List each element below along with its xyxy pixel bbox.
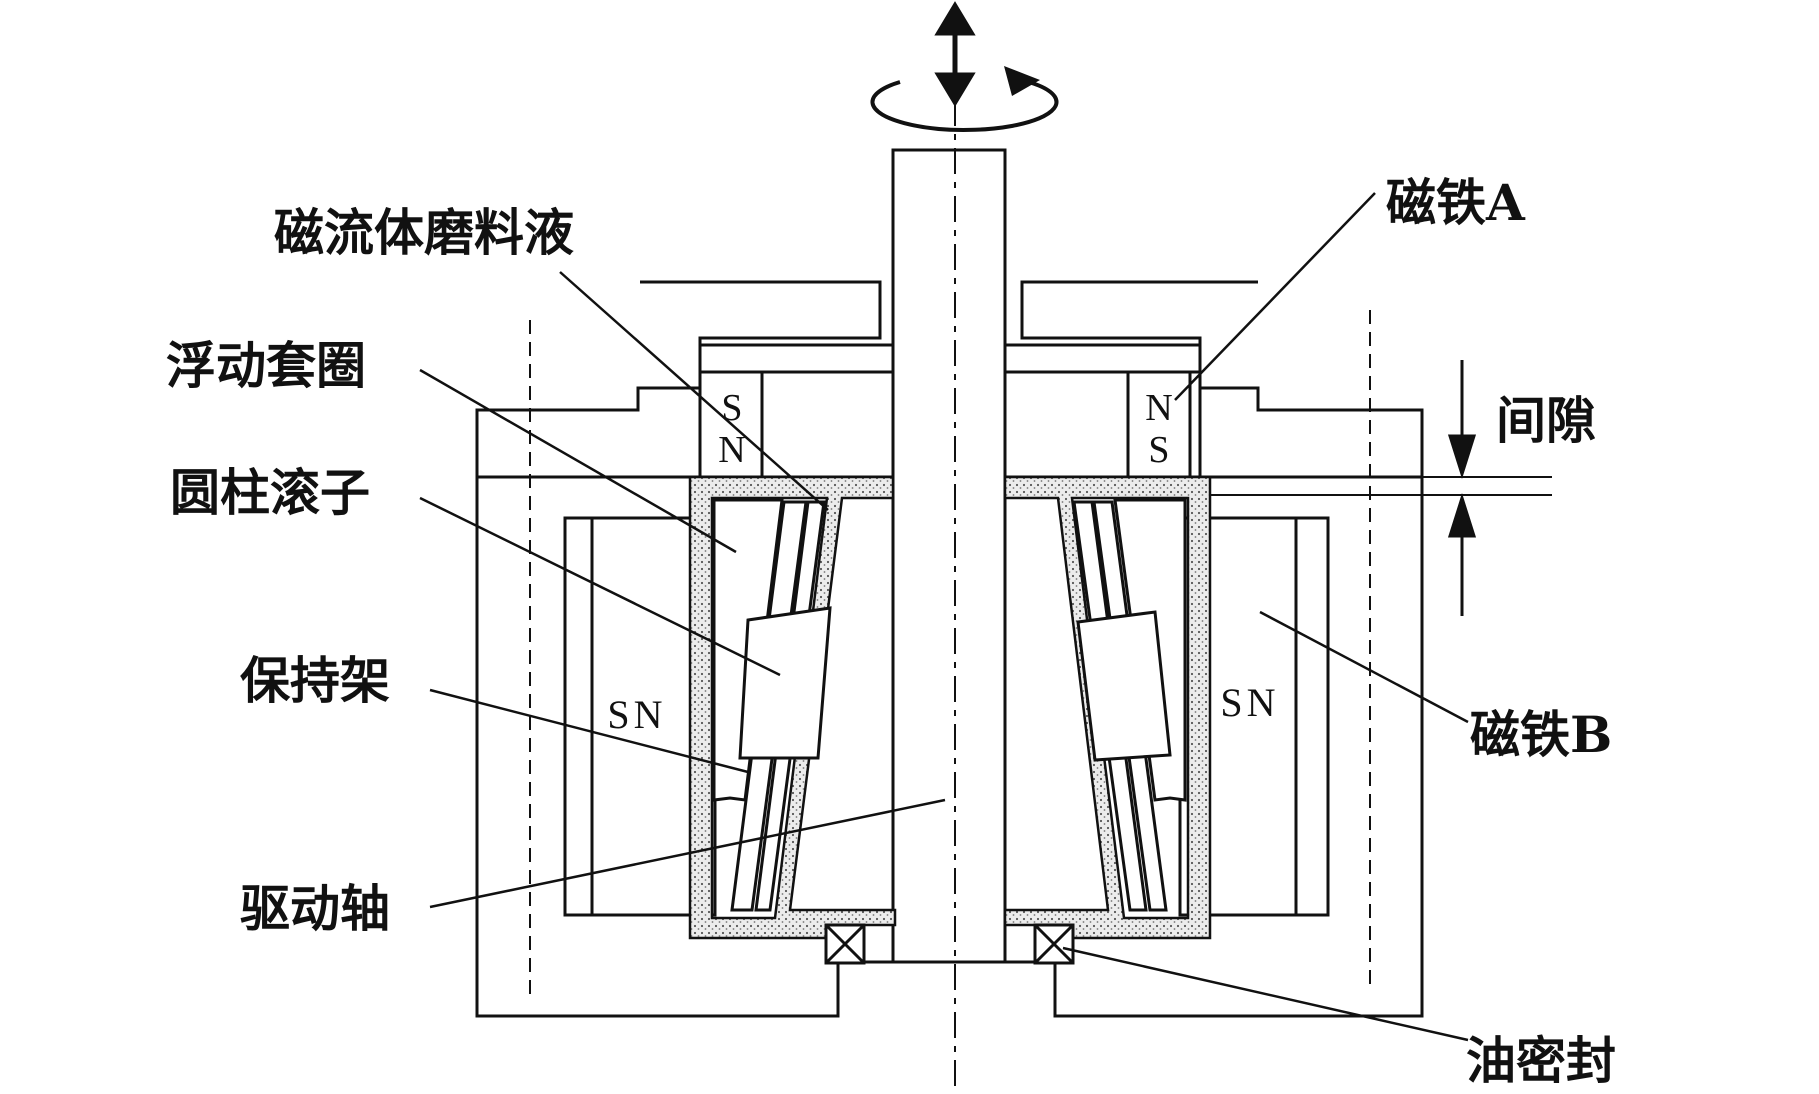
label-drive-shaft: 驱动轴 [240, 879, 390, 938]
magnetic-fluid-left [688, 475, 897, 940]
cylindrical-roller-right [1076, 610, 1172, 762]
cylindrical-roller-left [738, 606, 832, 760]
motion-arrows-icon [870, 1, 1059, 132]
oil-seal-right [1033, 923, 1075, 965]
label-magnet-b: 磁铁B [1470, 705, 1612, 764]
pole-right-upper-n: N [1145, 387, 1172, 429]
pole-right-upper-s: S [1148, 429, 1169, 471]
oil-seal-left [824, 923, 866, 965]
label-magnet-a: 磁铁A [1386, 173, 1526, 232]
gap-lines [1200, 476, 1552, 496]
label-floating-ring: 浮动套圈 [166, 336, 366, 395]
pole-right-lower: SN [1220, 680, 1279, 725]
pole-left-upper-s: S [721, 387, 742, 429]
magnetic-fluid-right [1003, 475, 1212, 940]
pole-left-upper-n: N [718, 429, 745, 471]
label-oil-seal: 油密封 [1466, 1031, 1616, 1090]
drive-shaft [891, 100, 1007, 1094]
leader-lines [419, 192, 1469, 1042]
label-cylindrical-roller: 圆柱滚子 [170, 463, 370, 522]
label-cage: 保持架 [240, 651, 390, 710]
label-gap: 间隙 [1496, 391, 1596, 450]
label-magnetic-fluid: 磁流体磨料液 [274, 203, 574, 262]
gap-arrow-icon [1447, 360, 1477, 616]
magnet-a-right [1126, 370, 1192, 479]
pole-left-lower: SN [607, 692, 666, 737]
